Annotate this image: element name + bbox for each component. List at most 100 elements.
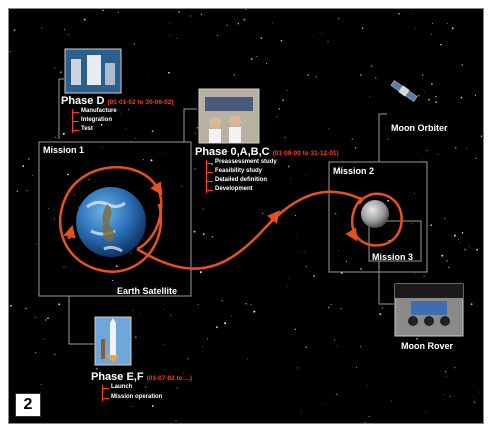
- star: [53, 218, 55, 220]
- star: [117, 11, 119, 13]
- star: [480, 135, 483, 137]
- star: [162, 258, 163, 260]
- star: [479, 391, 481, 393]
- star: [411, 9, 413, 11]
- star: [115, 265, 118, 268]
- star: [356, 367, 358, 369]
- star: [237, 23, 239, 25]
- star: [304, 251, 306, 253]
- star: [444, 217, 446, 220]
- star: [440, 43, 442, 46]
- star: [430, 224, 432, 226]
- star: [374, 77, 377, 79]
- earth-orbit-arrow-2: [150, 181, 163, 196]
- star: [435, 101, 438, 103]
- phase-0abc-item-3: Detailed definition: [206, 177, 268, 183]
- star: [446, 375, 448, 377]
- star: [296, 236, 297, 238]
- star: [34, 316, 36, 318]
- moon-rover-photo: [394, 283, 464, 337]
- star: [195, 132, 197, 135]
- star: [25, 307, 27, 310]
- star: [40, 384, 42, 386]
- star: [428, 98, 431, 101]
- star: [250, 303, 252, 306]
- star: [187, 358, 189, 360]
- star: [164, 343, 166, 345]
- phase-ef-connector: [68, 296, 94, 345]
- star: [35, 352, 37, 354]
- star: [362, 147, 364, 148]
- star: [424, 411, 427, 413]
- star: [444, 370, 447, 373]
- star: [414, 273, 416, 275]
- star: [280, 39, 283, 42]
- phase-0abc-connector: [183, 108, 197, 142]
- phase-ef-dates: (01-07-02 to ...): [146, 375, 193, 382]
- moon-orbiter-label: Moon Orbiter: [391, 123, 448, 133]
- star: [441, 254, 444, 257]
- star: [333, 339, 335, 341]
- star: [307, 74, 309, 76]
- star: [446, 260, 448, 262]
- star: [43, 338, 45, 341]
- phase-ef-item-2: Mission operation: [102, 394, 163, 400]
- phase-d-title-row: Phase D(01-01-02 to 30-06-02): [61, 95, 174, 107]
- star: [364, 421, 366, 423]
- star: [221, 299, 224, 302]
- star: [360, 268, 362, 270]
- star: [324, 403, 326, 404]
- star: [327, 306, 330, 309]
- moon-rover-label: Moon Rover: [401, 341, 454, 351]
- star: [162, 308, 164, 310]
- star: [168, 71, 170, 74]
- star: [226, 24, 228, 26]
- star: [465, 148, 467, 150]
- star: [336, 345, 338, 347]
- star: [125, 128, 127, 130]
- transfer-trajectory: [136, 190, 362, 270]
- star: [414, 27, 416, 29]
- star: [95, 367, 98, 370]
- star: [368, 415, 370, 418]
- star: [190, 15, 192, 17]
- transfer-arrow: [267, 210, 281, 224]
- mission2-label: Mission 2: [333, 166, 375, 176]
- star: [288, 278, 289, 279]
- star: [286, 285, 288, 287]
- star: [460, 96, 463, 99]
- star: [41, 27, 43, 29]
- star: [146, 74, 148, 76]
- star: [64, 29, 66, 30]
- star: [252, 159, 254, 161]
- earth-orbit: [59, 165, 163, 273]
- star: [9, 51, 11, 53]
- star: [430, 33, 432, 35]
- star: [413, 192, 415, 194]
- star: [100, 123, 103, 126]
- star: [338, 171, 341, 173]
- star: [453, 234, 456, 237]
- star: [469, 246, 470, 248]
- star: [73, 193, 75, 196]
- star: [287, 89, 289, 91]
- star: [336, 169, 339, 171]
- star: [169, 22, 171, 24]
- star: [475, 131, 477, 133]
- star: [151, 405, 154, 407]
- star: [305, 346, 307, 349]
- star: [459, 242, 461, 244]
- phase-ef-title: Phase E,F: [91, 371, 144, 383]
- star: [476, 248, 478, 251]
- star: [370, 65, 373, 67]
- mission1-box: [38, 141, 192, 297]
- rover-connector: [378, 261, 394, 305]
- star: [387, 138, 390, 141]
- star: [295, 214, 297, 217]
- star: [103, 104, 105, 106]
- star: [102, 9, 104, 12]
- star: [458, 239, 460, 241]
- star: [193, 230, 196, 233]
- star: [194, 168, 196, 170]
- star: [63, 266, 65, 268]
